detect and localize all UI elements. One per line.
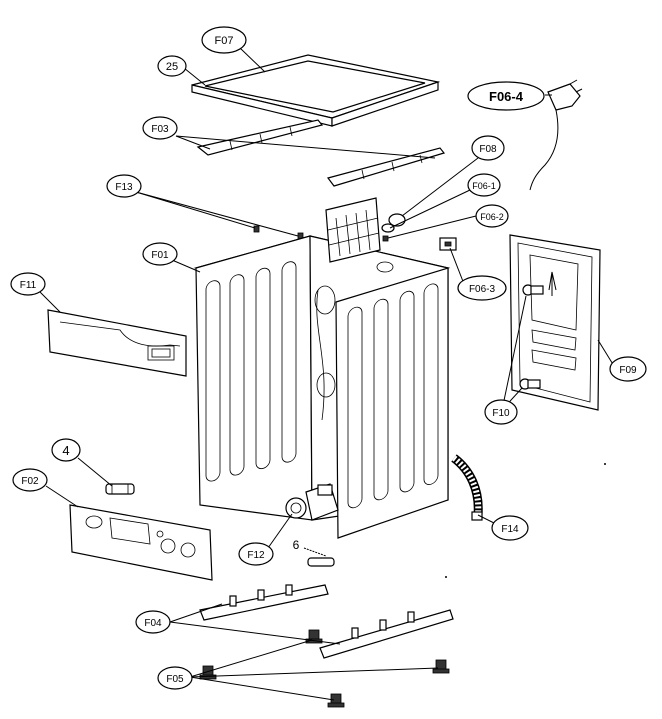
svg-text:6: 6 bbox=[293, 538, 300, 552]
svg-text:F06-3: F06-3 bbox=[469, 284, 496, 295]
bottom-rails-f04-drawing bbox=[199, 584, 454, 659]
switch-f06-3-drawing bbox=[439, 237, 457, 251]
svg-text:F06-4: F06-4 bbox=[489, 89, 524, 104]
callout-f06-3: F06-3 bbox=[457, 275, 507, 301]
power-plug-drawing bbox=[529, 79, 583, 191]
svg-text:25: 25 bbox=[166, 61, 178, 73]
part-6-drawing bbox=[303, 547, 335, 567]
callout-f05: F05 bbox=[157, 666, 193, 690]
svg-text:F10: F10 bbox=[492, 408, 510, 419]
svg-text:F05: F05 bbox=[166, 674, 184, 685]
filter-box-drawing bbox=[325, 197, 406, 263]
svg-text:4: 4 bbox=[62, 443, 69, 458]
svg-text:F06-2: F06-2 bbox=[480, 212, 504, 222]
callout-4: 4 bbox=[51, 438, 81, 462]
svg-text:F04: F04 bbox=[144, 618, 162, 629]
callout-f11: F11 bbox=[10, 272, 46, 296]
callout-f09: F09 bbox=[609, 356, 647, 382]
part-4-drawing bbox=[105, 483, 135, 495]
svg-text:F13: F13 bbox=[115, 182, 133, 193]
callout-f06-2: F06-2 bbox=[475, 204, 509, 228]
pump-f12-drawing bbox=[285, 483, 339, 521]
svg-text:F12: F12 bbox=[247, 550, 265, 561]
callout-f02: F02 bbox=[12, 468, 48, 492]
lower-panel-f02-drawing bbox=[69, 504, 213, 581]
control-panel-f11-drawing bbox=[47, 309, 187, 377]
svg-text:F06-1: F06-1 bbox=[472, 181, 496, 191]
front-panel-drawing bbox=[335, 267, 449, 539]
svg-text:F03: F03 bbox=[151, 124, 169, 135]
callout-f12: F12 bbox=[238, 542, 274, 566]
callout-f06-1: F06-1 bbox=[467, 173, 501, 197]
callout-f06-4: F06-4 bbox=[467, 81, 545, 111]
callout-f03: F03 bbox=[142, 116, 178, 140]
callout-25: 25 bbox=[157, 55, 187, 77]
drain-hose-f14-drawing bbox=[451, 454, 483, 521]
callout-f04: F04 bbox=[135, 610, 171, 634]
svg-text:F09: F09 bbox=[619, 365, 637, 376]
dot-mark bbox=[445, 576, 447, 578]
screws-f13-drawing bbox=[253, 225, 304, 240]
svg-text:F08: F08 bbox=[479, 144, 497, 155]
svg-text:F11: F11 bbox=[20, 280, 37, 291]
svg-text:F01: F01 bbox=[151, 250, 169, 261]
back-cover-drawing bbox=[509, 234, 601, 411]
callout-f14: F14 bbox=[491, 515, 529, 541]
svg-text:F14: F14 bbox=[501, 524, 519, 535]
leader-lines bbox=[39, 47, 615, 701]
dot-mark bbox=[604, 463, 606, 465]
label-6: 6 bbox=[293, 538, 300, 552]
top-brackets-drawing bbox=[196, 119, 446, 187]
callout-f07: F07 bbox=[201, 26, 247, 54]
top-lid-drawing bbox=[191, 54, 441, 127]
callout-f08: F08 bbox=[471, 135, 505, 161]
svg-text:F07: F07 bbox=[215, 35, 234, 47]
callout-f10: F10 bbox=[484, 399, 518, 425]
callout-f13: F13 bbox=[106, 174, 142, 198]
callout-f01: F01 bbox=[142, 242, 178, 266]
svg-text:F02: F02 bbox=[21, 476, 39, 487]
